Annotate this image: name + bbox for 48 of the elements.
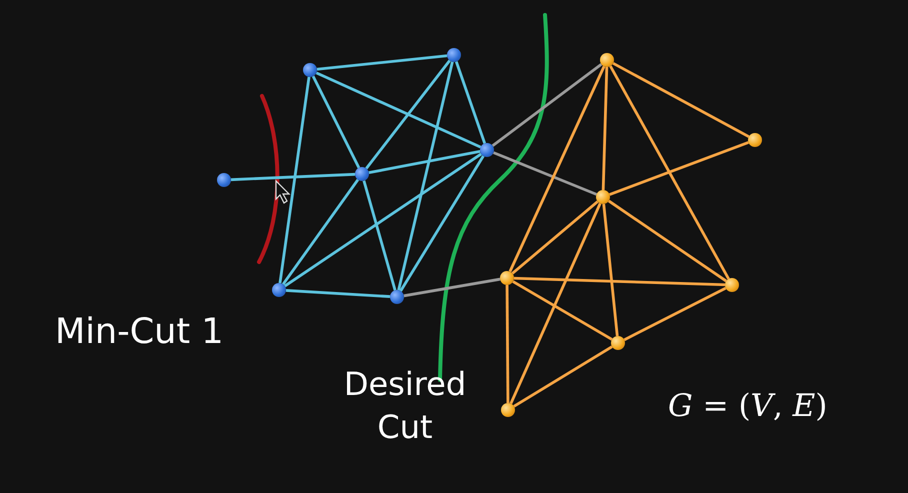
- graph-edge: [513, 345, 613, 408]
- graph-edge: [399, 155, 485, 292]
- graph-edge: [278, 76, 310, 284]
- graph-edge: [316, 72, 482, 148]
- graph-edge: [508, 66, 606, 272]
- graph-vertex: [272, 283, 286, 297]
- graph-edge: [511, 200, 599, 275]
- graph-edge: [312, 76, 360, 168]
- graph-edge: [492, 63, 602, 147]
- graph-edge: [608, 200, 727, 282]
- graph-edge: [510, 202, 602, 404]
- graph-notation: G = (V, E): [668, 388, 828, 424]
- cut-label: Desired Cut: [342, 364, 468, 448]
- graph-edge: [404, 278, 500, 298]
- graph-edge: [362, 180, 396, 291]
- graph-vertex: [217, 173, 231, 187]
- graph-edge: [609, 65, 730, 280]
- graph-edge: [602, 66, 608, 190]
- graph-edge: [230, 172, 356, 182]
- graph-vertex: [355, 167, 369, 181]
- graph-vertex: [600, 53, 614, 67]
- graph-edge: [624, 286, 726, 342]
- graph-edge: [492, 151, 598, 196]
- graph-edge: [454, 61, 486, 144]
- graph-edge: [284, 152, 482, 288]
- graph-edge: [512, 280, 613, 341]
- graph-vertex: [596, 190, 610, 204]
- cut-label: Min-Cut 1: [55, 312, 224, 352]
- graph-edge: [282, 178, 360, 286]
- graph-edge: [365, 60, 451, 170]
- graph-vertex: [500, 271, 514, 285]
- graph-edge: [609, 141, 749, 196]
- graph-vertex: [390, 290, 404, 304]
- graph-edge: [397, 62, 454, 290]
- graph-edge: [514, 276, 726, 286]
- graph-edge: [286, 289, 390, 298]
- graph-vertex: [748, 133, 762, 147]
- graph-vertex: [447, 48, 461, 62]
- graph-edge: [506, 285, 510, 403]
- graph-vertex: [501, 403, 515, 417]
- graph-edge: [612, 62, 750, 138]
- graph-edge: [602, 204, 619, 336]
- graph-edge: [316, 54, 448, 71]
- graph-vertex: [303, 63, 317, 77]
- graph-vertex: [611, 336, 625, 350]
- graph-vertex: [480, 143, 494, 157]
- graph-edge: [368, 150, 480, 174]
- graph-vertex: [725, 278, 739, 292]
